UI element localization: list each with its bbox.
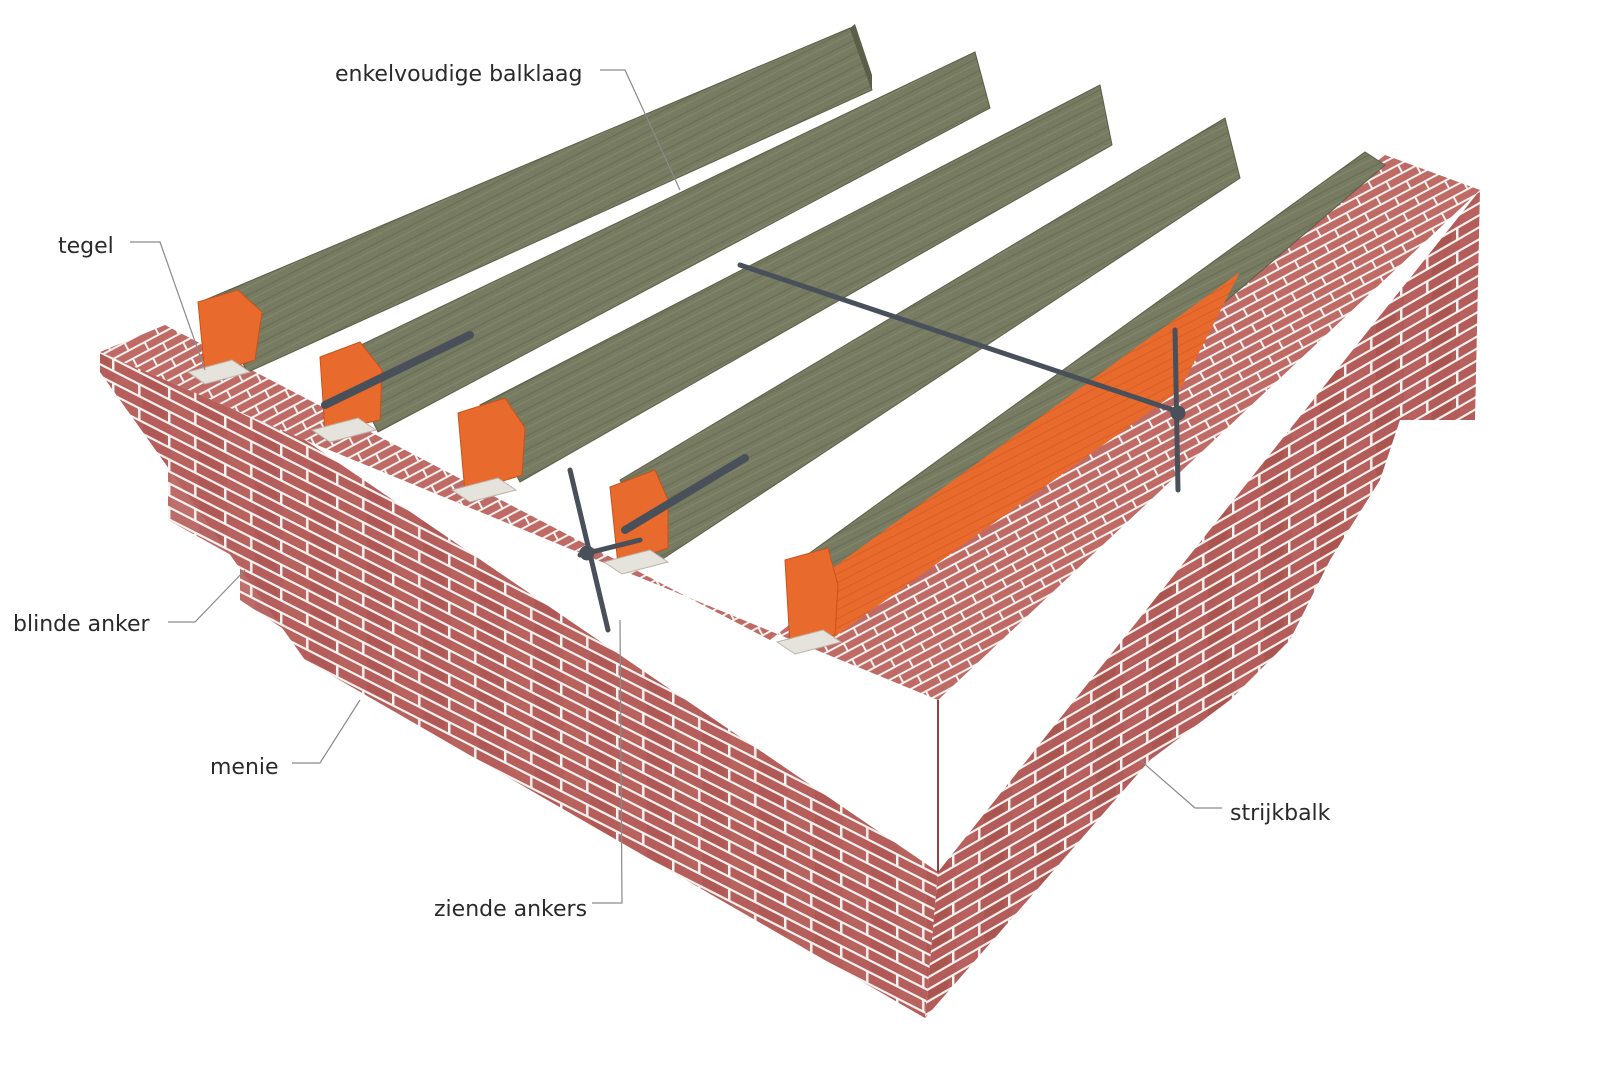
label-strijkbalk: strijkbalk [1230,801,1331,826]
wall-left-face [100,352,938,1018]
label-ziende-ankers: ziende ankers [434,897,588,922]
leader-lines [130,69,1222,904]
wall-back-left-face [100,352,305,660]
wall-right-face [925,190,1480,1018]
label-enkelvoudige-balklaag: enkelvoudige balklaag [335,62,583,87]
tiles [186,359,843,655]
label-blinde-anker: blinde anker [13,612,150,637]
strijkbalk-menie [830,272,1240,640]
anchors [321,262,1186,633]
label-tegel: tegel [58,234,114,259]
label-menie: menie [210,755,279,780]
wall-top-surface [100,155,1480,700]
